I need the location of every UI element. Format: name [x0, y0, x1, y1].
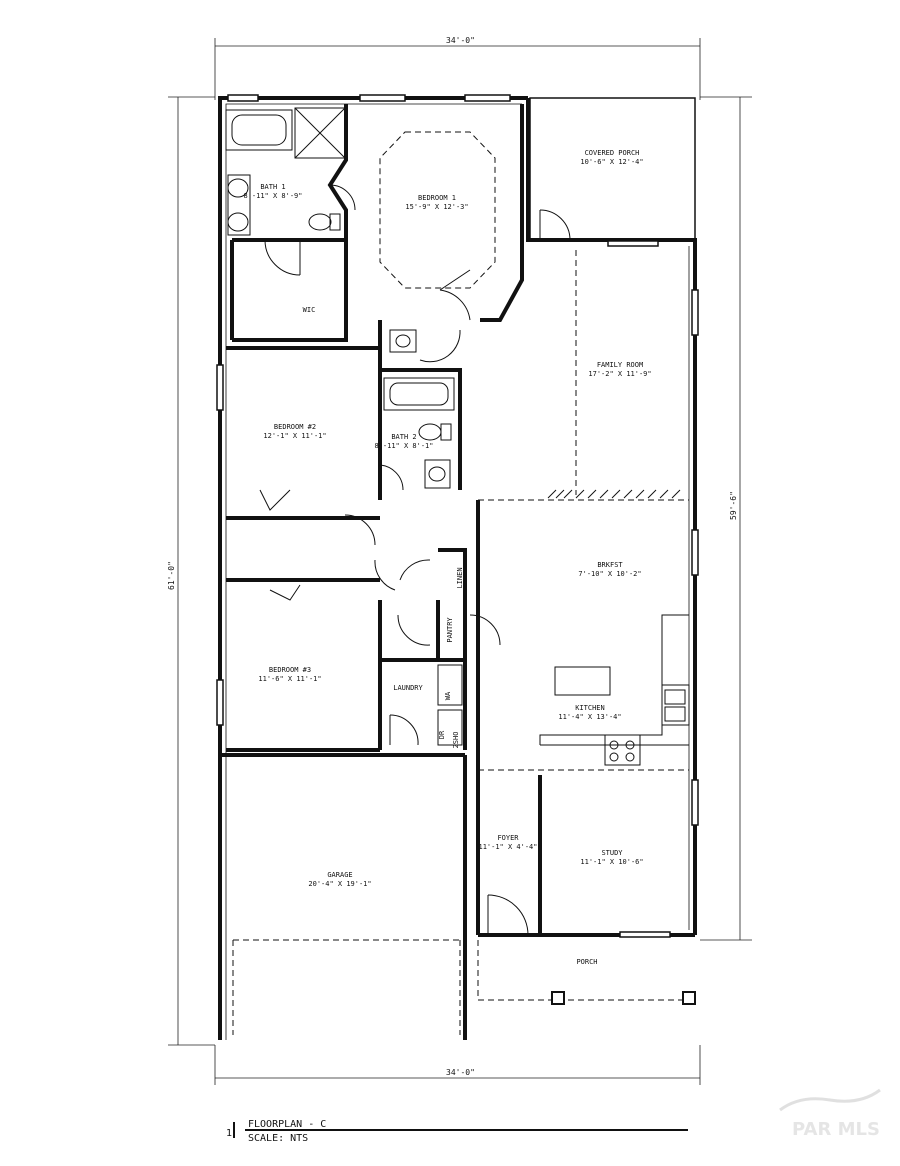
family-room-size: 17'-2" X 11'-9": [588, 370, 651, 378]
fixtures: [225, 107, 455, 489]
doors: [259, 184, 571, 936]
porch-name: PORCH: [576, 958, 597, 966]
linen-name: LINEN: [456, 567, 464, 588]
sink-label: 2SHO: [452, 732, 460, 749]
bedroom1-size: 15'-9" X 12'-3": [405, 203, 468, 211]
hatched-beam: [547, 489, 681, 499]
right-depth-dimension: 59'-6": [729, 491, 738, 520]
garage-size: 20'-4" X 19'-1": [308, 880, 371, 888]
room-labels: COVERED PORCH 10'-6" X 12'-4" BATH 1 8'-…: [243, 149, 651, 966]
kitchen-name: KITCHEN: [575, 704, 605, 712]
kitchen-size: 11'-4" X 13'-4": [558, 713, 621, 721]
windows: [216, 94, 699, 938]
kitchen-counters: [437, 614, 690, 766]
dryer-label: DR: [438, 730, 446, 739]
watermark-text: PAR MLS: [792, 1119, 880, 1140]
washer-label: WA: [444, 691, 452, 700]
tray-ceiling: [379, 131, 496, 289]
bath2-size: 8'-11" X 8'-1": [374, 442, 433, 450]
bedroom3-name: BEDROOM #3: [269, 666, 311, 674]
wic-name: WIC: [303, 306, 316, 314]
study-name: STUDY: [601, 849, 623, 857]
covered-porch-size: 10'-6" X 12'-4": [580, 158, 643, 166]
covered-porch-outline: [529, 97, 696, 241]
top-width-dimension: 34'-0": [446, 36, 475, 45]
bedroom1-name: BEDROOM 1: [418, 194, 456, 202]
covered-porch-name: COVERED PORCH: [585, 149, 640, 157]
brkfst-name: BRKFST: [597, 561, 623, 569]
exterior-wall-inner-line: [225, 103, 690, 1040]
garage-name: GARAGE: [327, 871, 352, 879]
porch-posts: [551, 991, 696, 1005]
drawing-title: FLOORPLAN - C: [248, 1119, 326, 1130]
bedroom2-size: 12'-1" X 11'-1": [263, 432, 326, 440]
dashed-openings: [232, 250, 695, 1035]
pantry-name: PANTRY: [446, 617, 454, 643]
brkfst-size: 7'-10" X 10'-2": [578, 570, 641, 578]
drawing-scale: SCALE: NTS: [248, 1133, 308, 1144]
bath1-name: BATH 1: [260, 183, 285, 191]
par-mls-watermark: PAR MLS: [779, 1088, 881, 1140]
title-block: 1 FLOORPLAN - C SCALE: NTS: [226, 1119, 688, 1144]
bedroom2-name: BEDROOM #2: [274, 423, 316, 431]
bottom-width-dimension: 34'-0": [446, 1068, 475, 1077]
left-depth-dimension: 61'-0": [167, 561, 176, 590]
bedroom3-size: 11'-6" X 11'-1": [258, 675, 321, 683]
interior-walls: [226, 104, 542, 935]
bath1-size: 8'-11" X 8'-9": [243, 192, 302, 200]
family-room-name: FAMILY ROOM: [597, 361, 643, 369]
dimension-lines: [168, 38, 752, 1085]
foyer-size: 11'-1" X 4'-4": [478, 843, 537, 851]
laundry-name: LAUNDRY: [393, 684, 423, 692]
foyer-name: FOYER: [497, 834, 519, 842]
drawing-number: 1: [226, 1128, 232, 1139]
bath2-name: BATH 2: [391, 433, 416, 441]
study-size: 11'-1" X 10'-6": [580, 858, 643, 866]
